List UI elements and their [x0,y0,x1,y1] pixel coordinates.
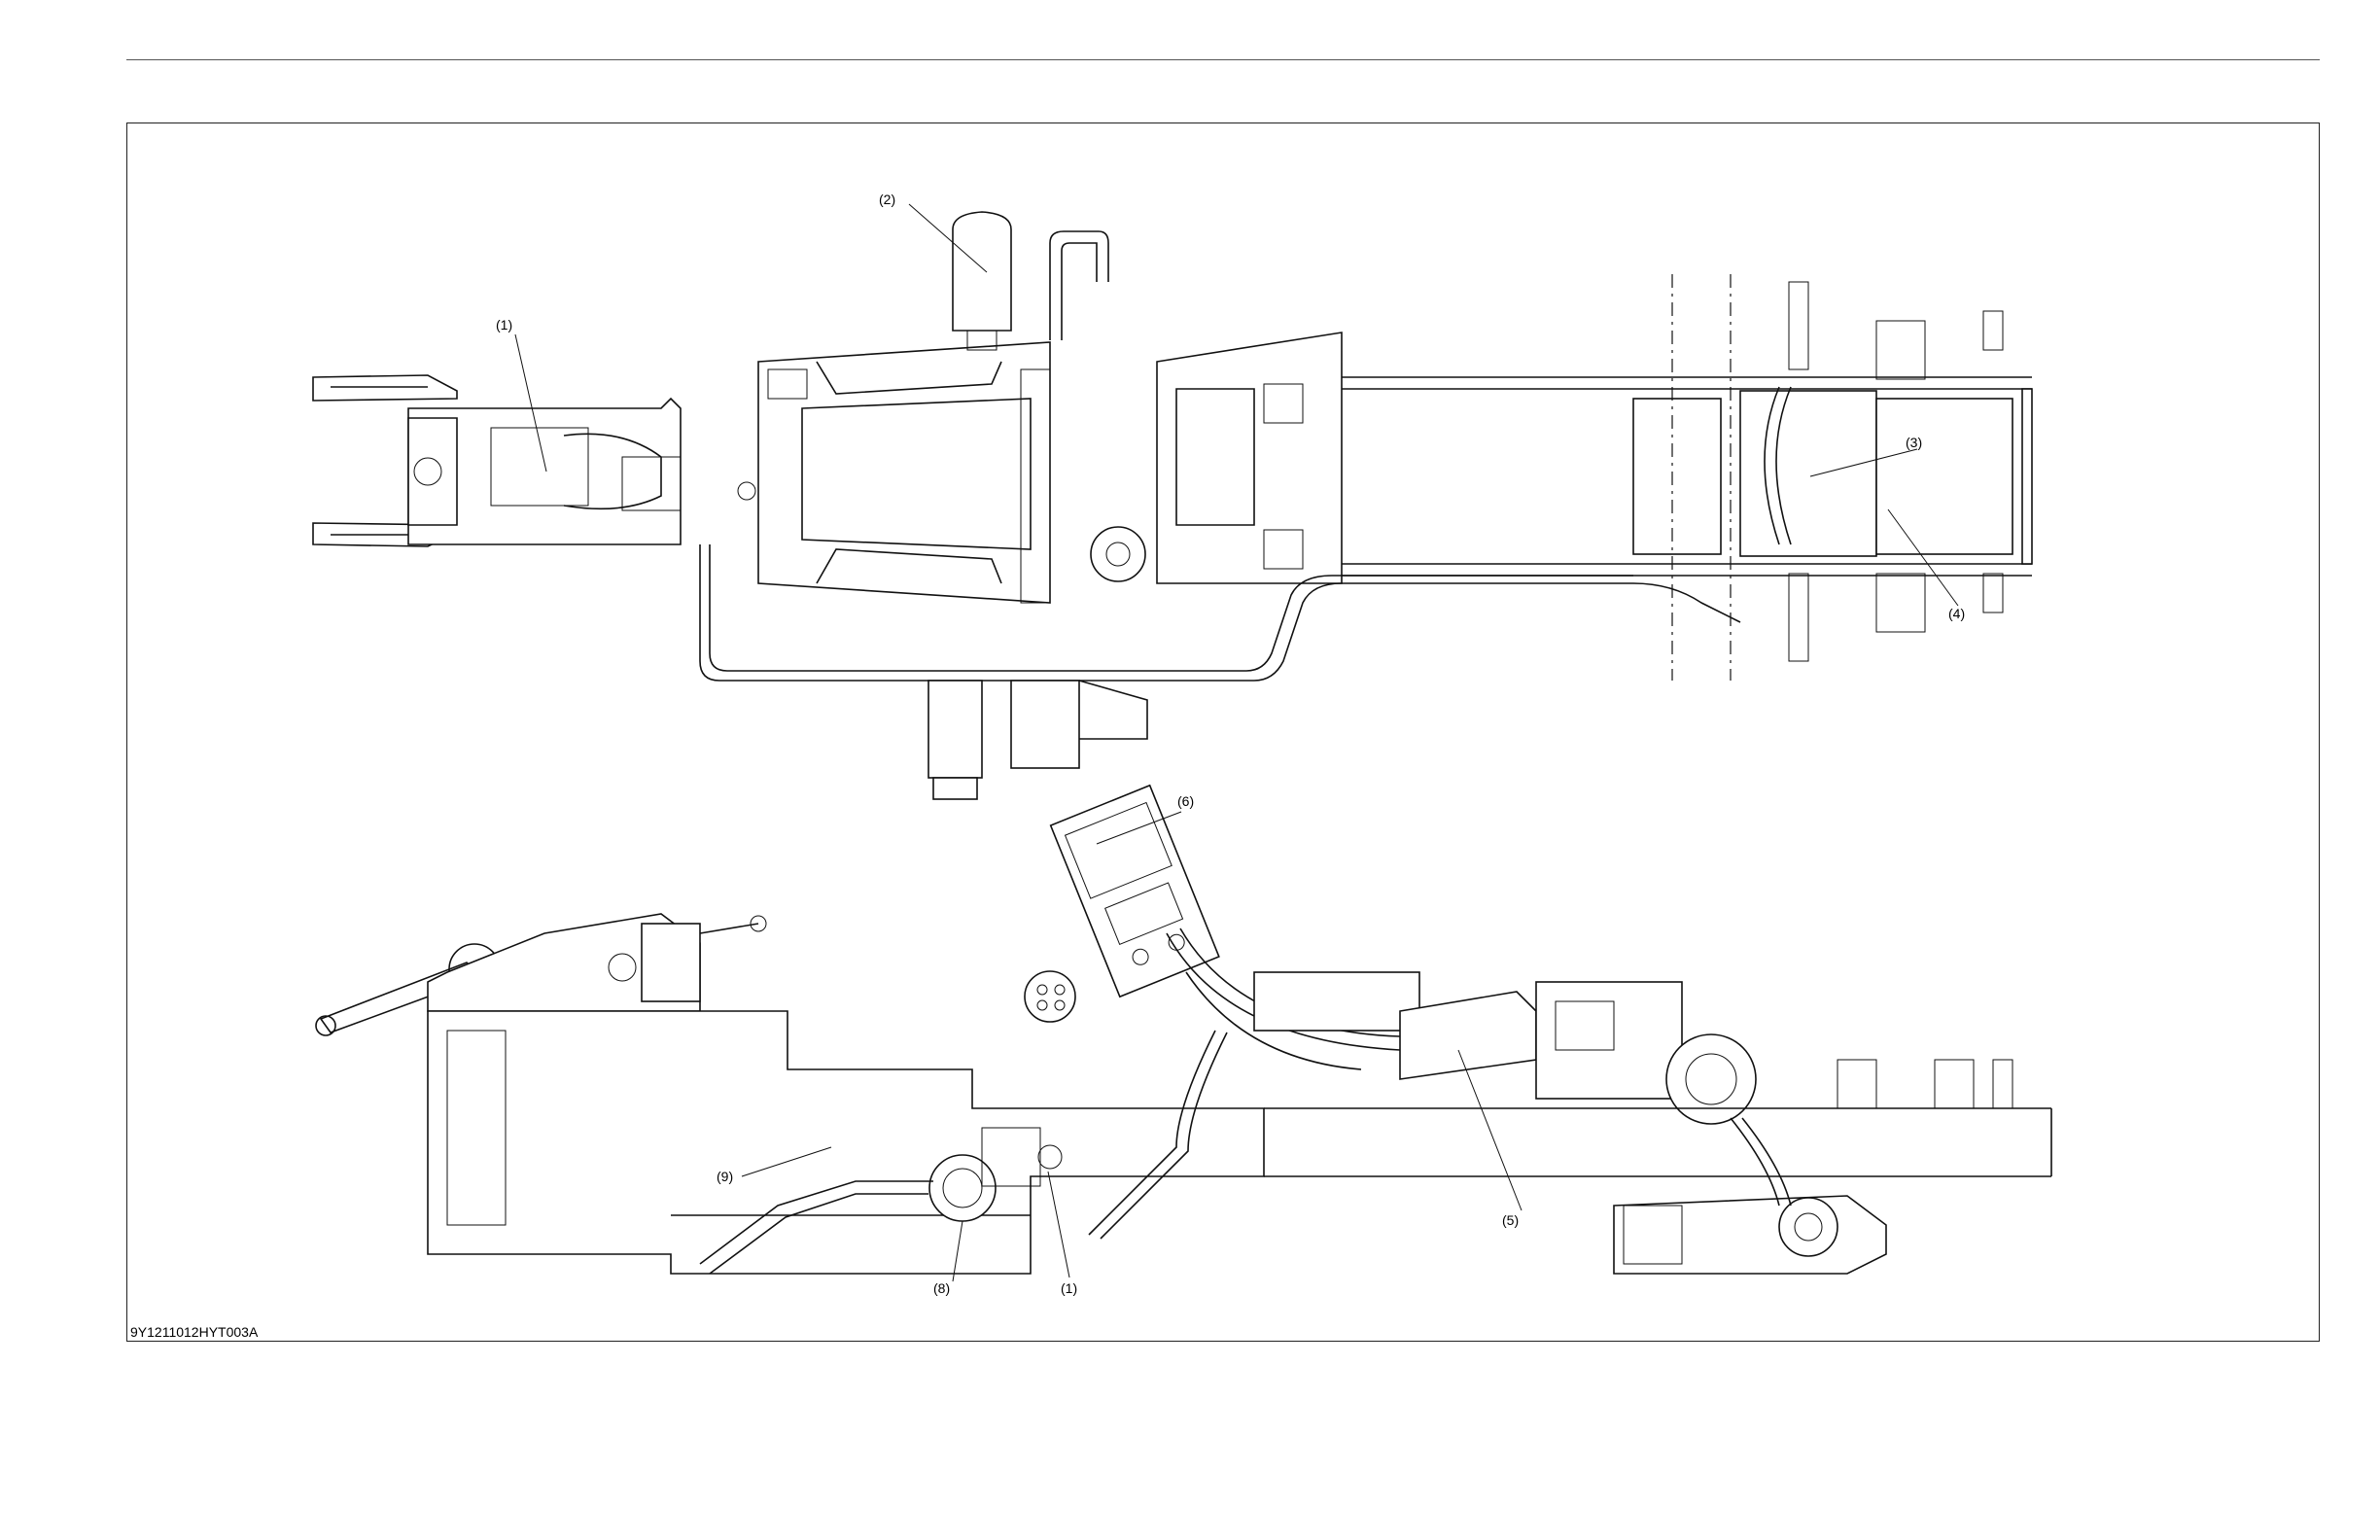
port-plate [1025,971,1075,1022]
valve-block-6 [1051,786,1219,997]
rear-housing [1091,332,1342,583]
transmission-body [758,342,1050,603]
top-filter [953,212,1011,350]
figure-code: 9Y1211012HYT003A [130,1324,258,1340]
top-view [313,212,2032,799]
callout-4: (4) [1948,606,1965,621]
callout-8: (8) [933,1280,950,1296]
lift-block [428,914,766,1011]
transmission-case-side [428,1011,1264,1274]
callout-5: (5) [1502,1212,1519,1228]
front-housing [408,399,755,544]
callout-3: (3) [1906,435,1922,450]
callout-1-bottom: (1) [1061,1280,1077,1296]
callout-9: (9) [717,1169,733,1184]
rear-pump-5 [1254,972,1756,1124]
callout-1-top: (1) [496,317,512,332]
bottom-view [316,786,2051,1274]
callout-2: (2) [879,192,895,207]
oil-filter-top [928,681,1147,799]
callout-6: (6) [1177,793,1194,809]
rear-axle-housing [1614,1196,1886,1274]
